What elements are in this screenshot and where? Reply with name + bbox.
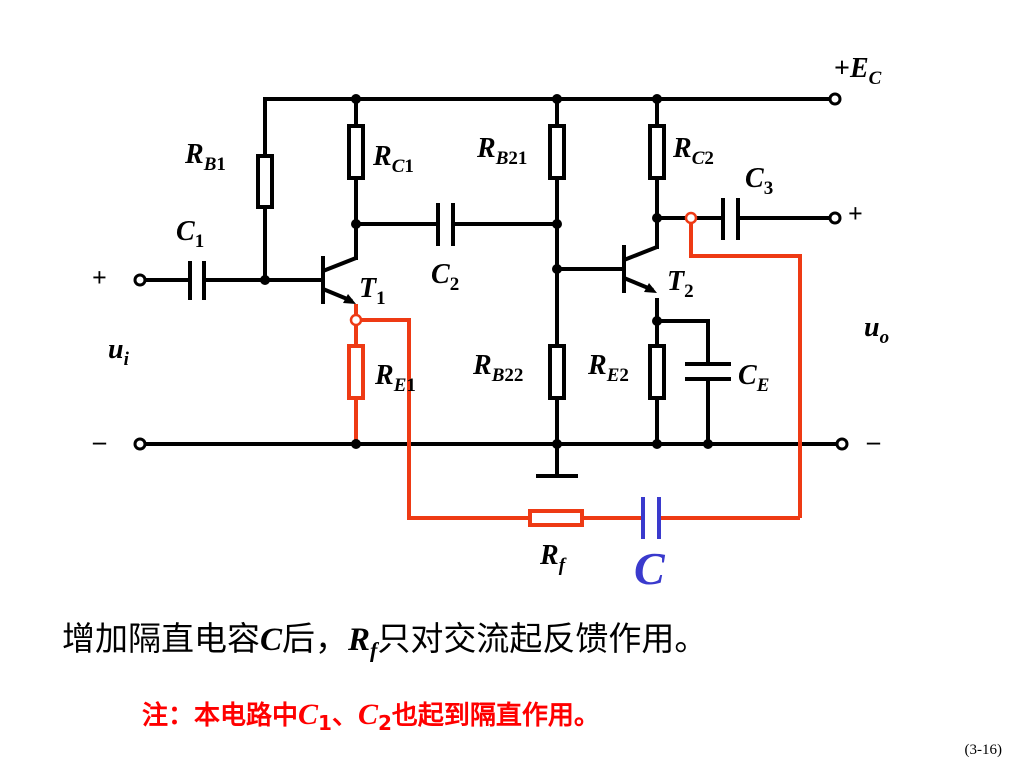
input-minus-sign: – [92, 427, 107, 456]
feedback-path [347, 218, 802, 527]
label-t2: T2 [667, 266, 694, 302]
label-rc1: RC1 [372, 141, 414, 177]
resistor-re1 [347, 344, 365, 400]
resistor-re2 [648, 344, 666, 400]
statement-part3: 只对交流起反馈作用。 [377, 619, 708, 658]
resistors [256, 124, 666, 400]
resistor-rb22 [548, 344, 566, 400]
transistor-t1 [321, 256, 357, 304]
terminal-output-plus [828, 211, 842, 225]
label-rf: Rf [539, 540, 567, 576]
input-plus-sign: + [92, 263, 107, 292]
label-re2: RE2 [587, 350, 629, 386]
label-c-feedback: C [634, 543, 666, 594]
label-rb22: RB22 [472, 350, 523, 386]
note-part2: 也起到隔直作用。 [391, 701, 600, 731]
junction-dots [260, 94, 713, 449]
label-rc2: RC2 [672, 133, 714, 169]
output-minus-sign: – [866, 427, 881, 456]
note-part1: 注：本电路中 [142, 701, 299, 731]
capacitor-c3 [721, 198, 740, 240]
label-rb1: RB1 [184, 139, 226, 175]
resistor-rf [528, 509, 584, 527]
note-c2: C [357, 698, 378, 731]
two-stage-amplifier-circuit: +EC RB1 RC1 RB21 RC2 C3 C1 C2 T1 T2 RE1 … [92, 53, 889, 594]
label-rb21: RB21 [476, 133, 527, 169]
capacitor-c1 [188, 261, 206, 300]
terminal-input-plus [133, 273, 147, 287]
resistor-rb1 [256, 154, 274, 209]
capacitor-c2 [436, 203, 455, 246]
feedback-junctions [349, 211, 698, 327]
statement-text: 增加隔直电容C后，Rf只对交流起反馈作用。 [62, 612, 707, 664]
statement-part1: 增加隔直电容 [62, 619, 260, 658]
note-c1-sub: 1 [318, 711, 332, 736]
resistor-rc1 [347, 124, 365, 180]
statement-part2: 后， [282, 619, 349, 658]
capacitor-c-feedback [641, 497, 661, 539]
terminals [133, 92, 849, 451]
terminal-input-minus [133, 437, 147, 451]
label-uo: uo [864, 312, 889, 348]
page-number: (3-16) [964, 742, 1003, 758]
statement-r: R [348, 622, 371, 658]
note-sep: 、 [331, 701, 358, 731]
label-c3: C3 [745, 163, 773, 199]
capacitor-ce [685, 362, 731, 381]
label-c1: C1 [176, 216, 204, 252]
note-c2-sub: 2 [377, 711, 392, 736]
output-plus-sign: + [848, 199, 863, 228]
label-ui: ui [108, 334, 130, 370]
terminal-ec [828, 92, 842, 106]
resistor-rc2 [648, 124, 666, 180]
label-ce: CE [738, 360, 769, 396]
capacitors [188, 198, 740, 381]
label-re1: RE1 [374, 360, 416, 396]
transistor-t2 [622, 245, 658, 293]
terminal-output-minus [835, 437, 849, 451]
resistor-rb21 [548, 124, 566, 180]
note-text: 注：本电路中C1、C2也起到隔直作用。 [142, 695, 600, 735]
statement-c: C [260, 622, 283, 658]
label-c2: C2 [431, 259, 459, 295]
label-t1: T1 [359, 273, 386, 309]
statement-r-sub: f [370, 637, 378, 663]
label-ec: +EC [834, 53, 882, 89]
note-c1: C [298, 698, 319, 731]
